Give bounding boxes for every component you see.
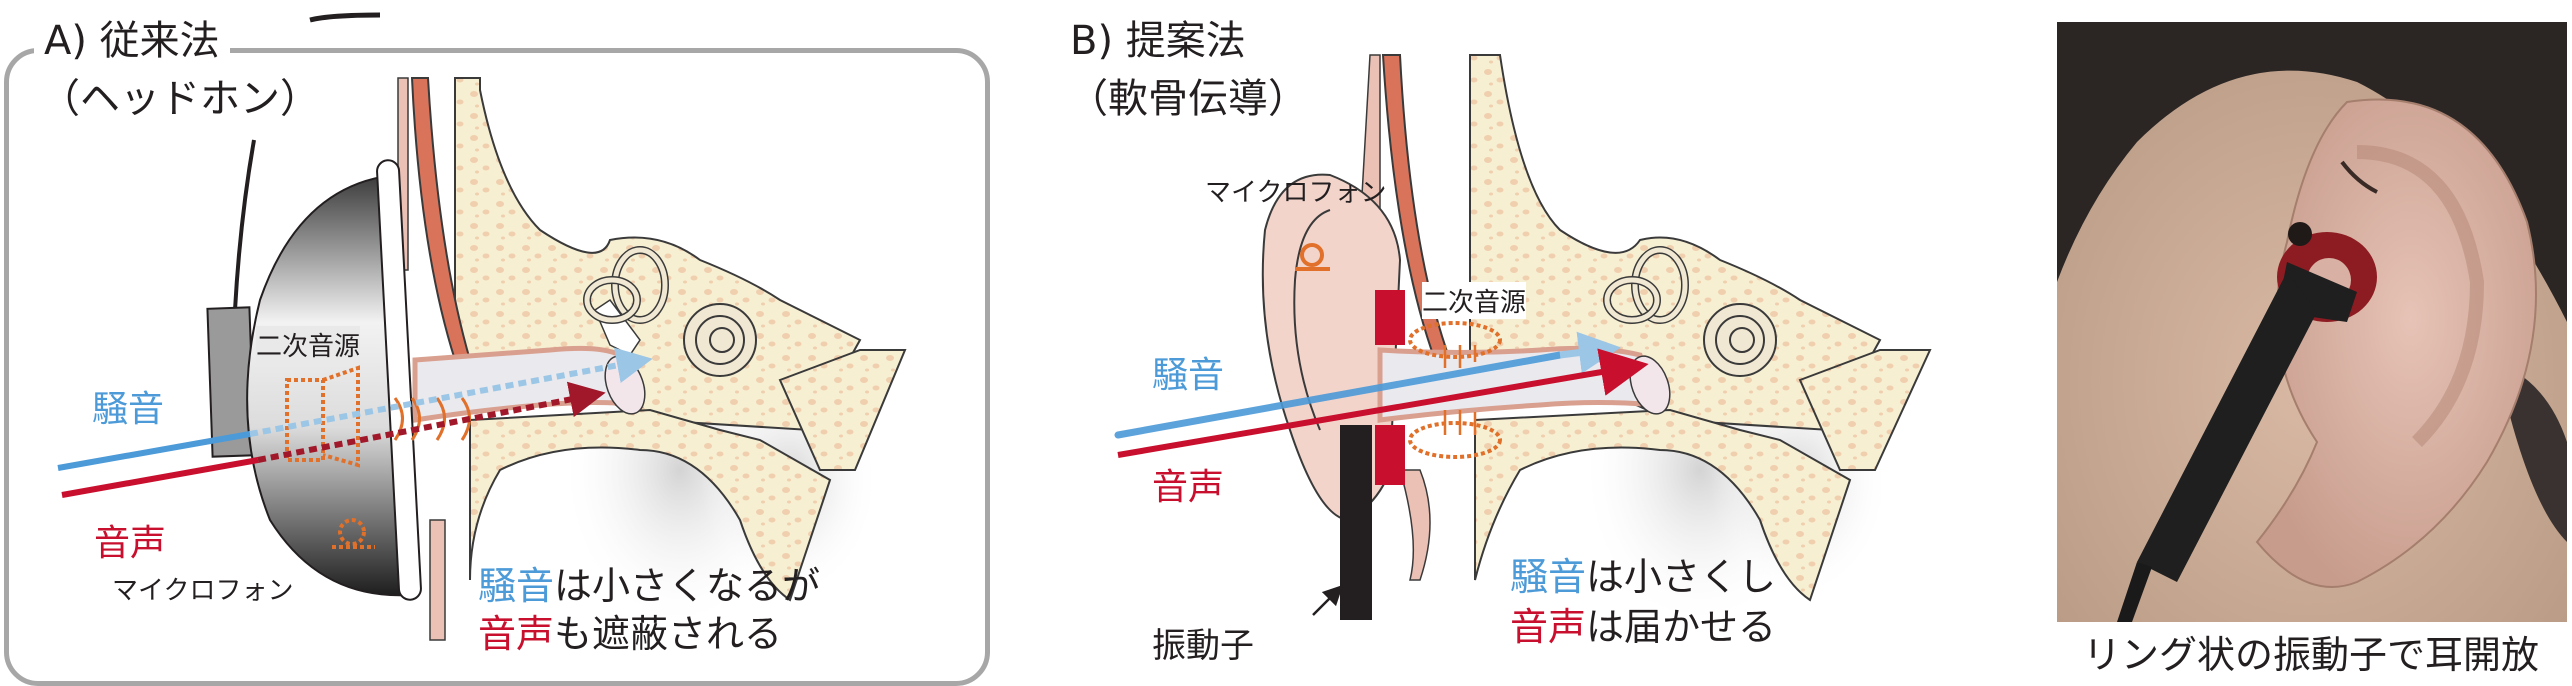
vibrator-pointer-arrow: [1312, 584, 1344, 616]
secondary-source-label-b: 二次音源: [1422, 282, 1527, 319]
panel-a-subtitle: （ヘッドホン）: [40, 74, 326, 124]
panel-a-title: A) 従来法: [34, 16, 230, 66]
voice-label-b: 音声: [1152, 467, 1225, 508]
result-b-line-2-rest: は届かせる: [1586, 605, 1777, 649]
result-line-2-rest: も遮蔽される: [554, 612, 783, 656]
secondary-source-label: 二次音源: [256, 326, 361, 363]
panel-b-result-text: 騒音は小さくし 音声は届かせる: [1340, 552, 1776, 652]
vibrator-label: 振動子: [1152, 626, 1254, 666]
voice-path-dashed: [257, 381, 606, 463]
panel-a-anatomy: [397, 77, 907, 641]
noise-path-line-b: [1114, 351, 1564, 439]
photo-caption: リング状の振動子で耳開放: [2082, 633, 2539, 677]
vibrator: [1340, 290, 1405, 620]
result-b-line-1-rest: は小さくし: [1586, 555, 1777, 599]
noise-label-b: 騒音: [1152, 355, 1225, 396]
panel-a-result-text: 騒音は小さくなるが 音声も遮蔽される: [478, 562, 820, 658]
microphone-label: マイクロフォン: [112, 576, 294, 606]
noise-word-b: 騒音: [1510, 555, 1587, 599]
noise-path-dashed: [249, 347, 653, 437]
result-line-1: 騒音は小さくなるが: [478, 562, 820, 610]
voice-path-line: [61, 457, 259, 498]
ear-photo-illustration: [2057, 22, 2567, 622]
microphone-label-b: マイクロフォン: [1205, 178, 1387, 208]
noise-path-line: [57, 431, 251, 471]
noise-path-fade-b: [1559, 331, 1621, 374]
ear-photo: [2057, 22, 2567, 622]
vibration-arrows: [1443, 345, 1477, 435]
result-b-line-1: 騒音は小さくし: [1340, 552, 1776, 602]
headphone: [206, 12, 422, 601]
noise-label: 騒音: [92, 389, 165, 430]
voice-word: 音声: [478, 612, 555, 656]
voice-path-line-b: [1117, 348, 1649, 458]
microphone-icon: [332, 518, 375, 549]
noise-word: 騒音: [478, 564, 555, 608]
voice-word-b: 音声: [1510, 605, 1587, 649]
result-line-2: 音声も遮蔽される: [478, 610, 820, 658]
microphone-icon-b: [1295, 243, 1330, 271]
result-b-line-2: 音声は届かせる: [1340, 602, 1776, 652]
result-line-1-rest: は小さくなるが: [554, 564, 821, 608]
panel-b-title: B) 提案法: [1060, 16, 1256, 66]
voice-label: 音声: [94, 523, 167, 564]
panel-b-subtitle: （軟骨伝導）: [1068, 74, 1308, 124]
secondary-source-rings: [1408, 321, 1502, 459]
